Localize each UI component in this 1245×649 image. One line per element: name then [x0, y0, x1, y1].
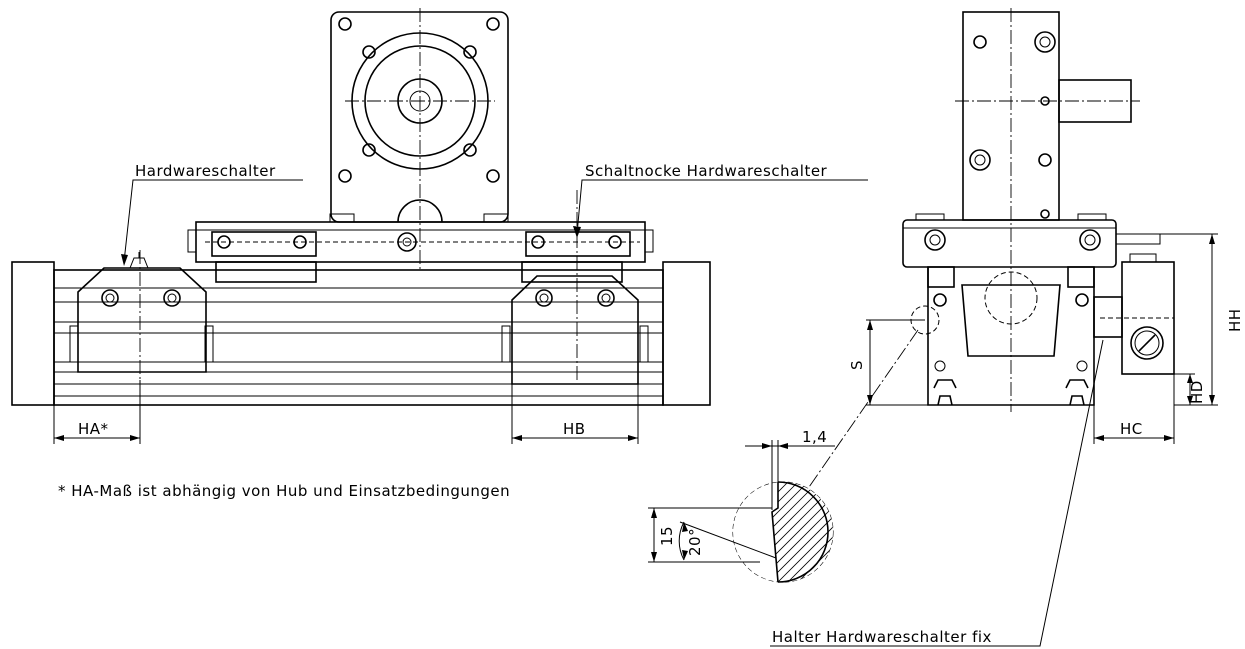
- hardware-switch-right: [511, 190, 639, 385]
- label-holder-fix: Halter Hardwareschalter fix: [772, 628, 992, 646]
- dimension-hc-label: HC: [1120, 420, 1143, 438]
- dimension-gap-label: 1,4: [802, 428, 827, 446]
- dimension-hh: [1116, 233, 1218, 406]
- dimension-hc: [1093, 337, 1175, 444]
- dimension-ha: [53, 380, 141, 444]
- footnote: * HA-Maß ist abhängig von Hub und Einsat…: [58, 482, 510, 500]
- hardware-switch-left: [77, 250, 207, 380]
- dimension-hb: [511, 384, 639, 444]
- dimension-s-label: S: [848, 360, 866, 370]
- leader-switch-cam: [573, 179, 868, 238]
- side-view: S HH HD HC Halt: [770, 8, 1244, 647]
- switch-holder: [1093, 253, 1175, 375]
- motor-flange: [329, 8, 509, 270]
- dimension-ha-label: HA*: [78, 420, 109, 438]
- side-carriage: [902, 213, 1161, 268]
- dimension-angle-label: 20°: [686, 528, 704, 556]
- carriage-plate: [187, 221, 654, 283]
- leader-hardware-switch: [121, 179, 303, 266]
- dimension-s: [866, 319, 928, 406]
- detail-view: 1,4 15 20°: [648, 428, 835, 583]
- right-end-cap: [662, 261, 711, 406]
- left-end-cap: [11, 261, 55, 406]
- label-switch-cam: Schaltnocke Hardwareschalter: [585, 162, 828, 180]
- dimension-hh-label: HH: [1226, 308, 1244, 332]
- linear-profile: [53, 269, 664, 406]
- front-view: Hardwareschalter Schaltnocke Hardwaresch…: [11, 8, 868, 500]
- dimension-hd: [1174, 373, 1195, 405]
- leader-holder-fix: [770, 339, 1104, 647]
- dimension-hb-label: HB: [563, 420, 586, 438]
- dimension-depth-label: 15: [658, 526, 676, 546]
- dimension-hd-label: HD: [1188, 380, 1206, 404]
- motor-housing: [955, 8, 1140, 412]
- label-hardware-switch: Hardwareschalter: [135, 162, 276, 180]
